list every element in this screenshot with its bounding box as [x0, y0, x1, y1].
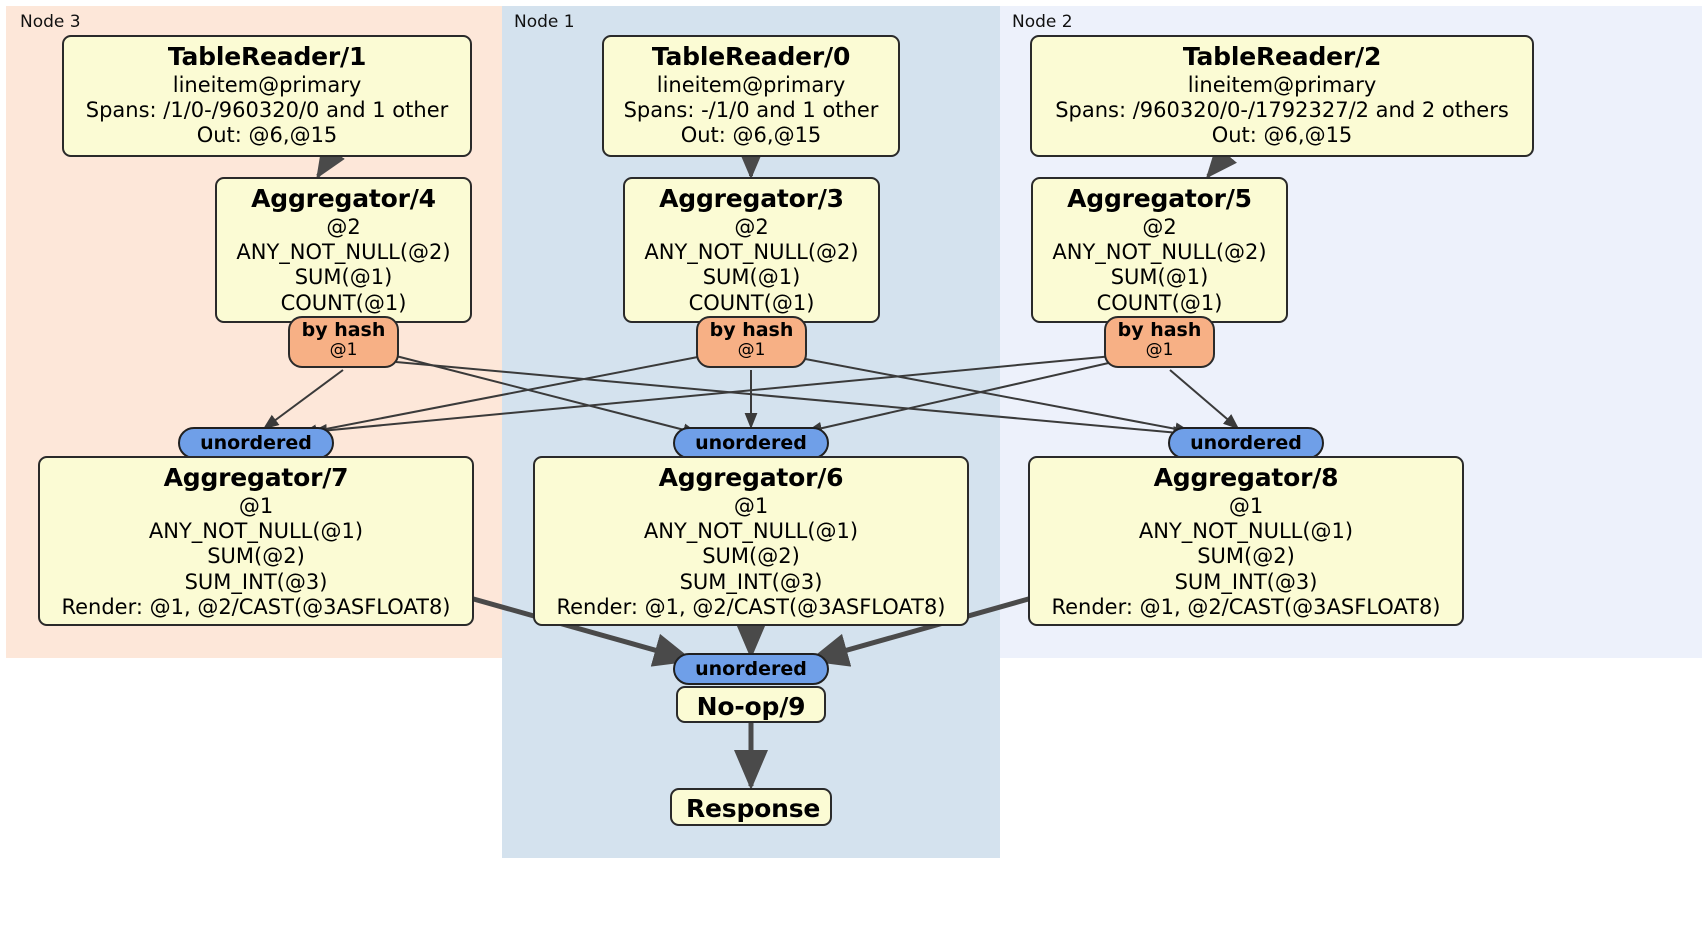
- processor-line: ANY_NOT_NULL(@2): [236, 240, 451, 265]
- processor-line: COUNT(@1): [1096, 290, 1223, 315]
- processor-aggregator-7[interactable]: Aggregator/7 @1 ANY_NOT_NULL(@1) SUM(@2)…: [38, 456, 474, 626]
- processor-line: SUM(@1): [702, 265, 801, 290]
- processor-line: SUM(@2): [207, 544, 305, 569]
- processor-noop-9[interactable]: No-op/9: [676, 686, 826, 723]
- processor-aggregator-6[interactable]: Aggregator/6 @1 ANY_NOT_NULL(@1) SUM(@2)…: [533, 456, 969, 626]
- processor-line: Render: @1, @2/CAST(@3ASFLOAT8): [556, 594, 946, 619]
- processor-title: Response: [686, 794, 821, 823]
- processor-table-reader-0[interactable]: TableReader/0 lineitem@primary Spans: -/…: [602, 35, 900, 157]
- processor-line: COUNT(@1): [280, 290, 407, 315]
- processor-title: No-op/9: [696, 692, 806, 721]
- processor-line: SUM(@2): [1197, 544, 1295, 569]
- processor-line: @2: [734, 215, 769, 239]
- router-subtitle: @1: [1145, 340, 1174, 361]
- node-label-node1: Node 1: [514, 12, 575, 32]
- processor-title: TableReader/0: [651, 42, 851, 71]
- processor-line: ANY_NOT_NULL(@2): [1052, 240, 1267, 265]
- router-title: by hash: [709, 319, 794, 341]
- processor-line: SUM(@1): [294, 265, 393, 290]
- router-by-hash-center[interactable]: by hash @1: [696, 316, 807, 368]
- router-subtitle: @1: [737, 340, 766, 361]
- processor-line: lineitem@primary: [656, 73, 846, 97]
- processor-line: @2: [326, 215, 361, 239]
- processor-line: @1: [733, 494, 769, 518]
- processor-line: ANY_NOT_NULL(@1): [1138, 519, 1354, 544]
- router-subtitle: @1: [329, 340, 358, 361]
- processor-title: Aggregator/3: [659, 184, 844, 213]
- processor-line: ANY_NOT_NULL(@1): [148, 519, 364, 544]
- processor-line: Render: @1, @2/CAST(@3ASFLOAT8): [61, 594, 451, 619]
- processor-line: SUM_INT(@3): [184, 569, 328, 594]
- processor-line: COUNT(@1): [688, 290, 815, 315]
- synchronizer-unordered-center[interactable]: unordered: [673, 427, 829, 459]
- processor-title: Aggregator/8: [1153, 463, 1339, 492]
- processor-line: @2: [1142, 215, 1177, 239]
- processor-line: SUM(@1): [1110, 265, 1209, 290]
- processor-line: @1: [238, 494, 274, 518]
- processor-line: ANY_NOT_NULL(@2): [644, 240, 859, 265]
- processor-title: TableReader/2: [1182, 42, 1382, 71]
- router-title: by hash: [301, 319, 386, 341]
- processor-aggregator-3[interactable]: Aggregator/3 @2 ANY_NOT_NULL(@2) SUM(@1)…: [623, 177, 880, 323]
- processor-title: Aggregator/7: [163, 463, 349, 492]
- processor-title: Aggregator/4: [251, 184, 436, 213]
- processor-table-reader-2[interactable]: TableReader/2 lineitem@primary Spans: /9…: [1030, 35, 1534, 157]
- processor-line: Out: @6,@15: [196, 123, 338, 148]
- node-label-node2: Node 2: [1012, 12, 1073, 32]
- node-label-node3: Node 3: [20, 12, 81, 32]
- router-by-hash-right[interactable]: by hash @1: [1104, 316, 1215, 368]
- processor-line: SUM(@2): [702, 544, 800, 569]
- processor-aggregator-8[interactable]: Aggregator/8 @1 ANY_NOT_NULL(@1) SUM(@2)…: [1028, 456, 1464, 626]
- router-title: by hash: [1117, 319, 1202, 341]
- processor-aggregator-5[interactable]: Aggregator/5 @2 ANY_NOT_NULL(@2) SUM(@1)…: [1031, 177, 1288, 323]
- processor-line: SUM_INT(@3): [1174, 569, 1318, 594]
- synchronizer-unordered-right[interactable]: unordered: [1168, 427, 1324, 459]
- processor-line: Out: @6,@15: [680, 123, 822, 148]
- processor-line: Spans: /1/0-/960320/0 and 1 other: [85, 98, 449, 123]
- processor-line: Render: @1, @2/CAST(@3ASFLOAT8): [1051, 594, 1441, 619]
- processor-line: Spans: /960320/0-/1792327/2 and 2 others: [1055, 98, 1509, 123]
- processor-line: Spans: -/1/0 and 1 other: [623, 98, 879, 123]
- synchronizer-unordered-left[interactable]: unordered: [178, 427, 334, 459]
- processor-aggregator-4[interactable]: Aggregator/4 @2 ANY_NOT_NULL(@2) SUM(@1)…: [215, 177, 472, 323]
- processor-line: @1: [1228, 494, 1264, 518]
- processor-table-reader-1[interactable]: TableReader/1 lineitem@primary Spans: /1…: [62, 35, 472, 157]
- processor-line: lineitem@primary: [1187, 73, 1377, 97]
- processor-line: lineitem@primary: [172, 73, 362, 97]
- processor-line: Out: @6,@15: [1211, 123, 1353, 148]
- processor-line: ANY_NOT_NULL(@1): [643, 519, 859, 544]
- router-by-hash-left[interactable]: by hash @1: [288, 316, 399, 368]
- processor-title: Aggregator/5: [1067, 184, 1252, 213]
- processor-response[interactable]: Response: [670, 788, 832, 826]
- processor-line: SUM_INT(@3): [679, 569, 823, 594]
- processor-title: TableReader/1: [167, 42, 367, 71]
- processor-title: Aggregator/6: [658, 463, 844, 492]
- synchronizer-unordered-final[interactable]: unordered: [673, 653, 829, 685]
